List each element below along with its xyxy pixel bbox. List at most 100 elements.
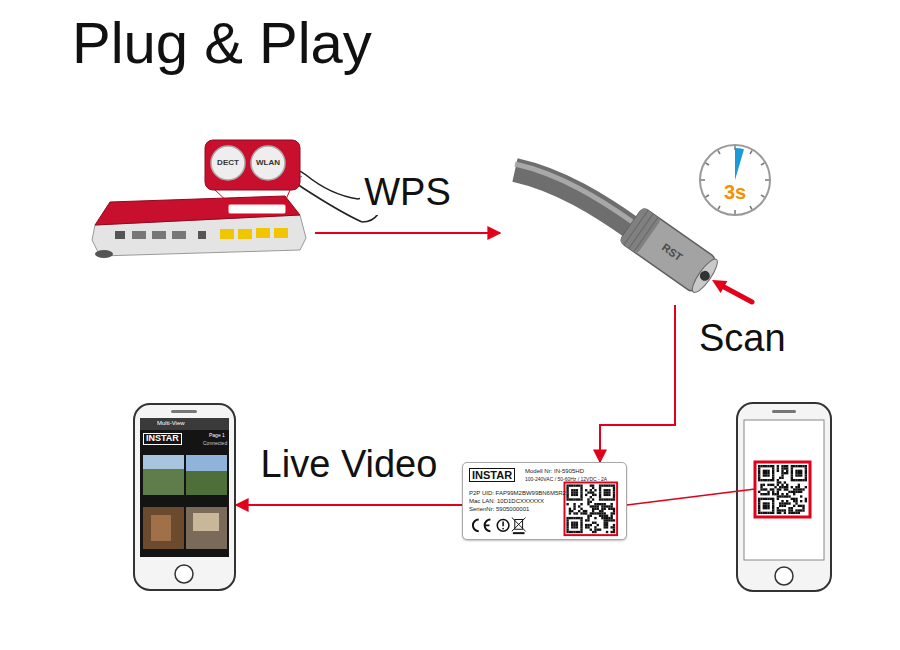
qr-module <box>594 512 596 514</box>
qr-module <box>777 507 779 509</box>
qr-module <box>784 486 786 488</box>
qr-module <box>767 498 769 500</box>
qr-module <box>573 484 575 486</box>
qr-module <box>781 474 783 476</box>
qr-module <box>793 500 795 502</box>
router-lan-port <box>238 229 252 239</box>
qr-module <box>784 465 786 467</box>
qr-module <box>601 503 603 505</box>
qr-module <box>585 519 587 521</box>
qr-module <box>793 479 795 481</box>
qr-module <box>576 512 578 514</box>
qr-module <box>573 508 575 510</box>
qr-module <box>608 505 610 507</box>
qr-module <box>599 512 601 514</box>
smartphone-live-view: Multi-ViewINSTARPage 1Connected <box>133 403 236 591</box>
timer-tick <box>706 163 709 165</box>
qr-module <box>571 531 573 533</box>
qr-module <box>772 491 774 493</box>
qr-module <box>594 494 596 496</box>
plug-rib <box>634 217 658 251</box>
qr-module <box>571 491 573 493</box>
qr-module <box>583 510 585 512</box>
timer-tick <box>718 206 720 209</box>
qr-module <box>613 498 615 500</box>
qr-module <box>758 474 760 476</box>
qr-module <box>597 529 599 531</box>
qr-module <box>590 512 592 514</box>
qr-module <box>767 505 769 507</box>
qr-module <box>767 465 769 467</box>
qr-module <box>793 488 795 490</box>
qr-module <box>571 526 573 528</box>
camera-image-sky <box>186 455 227 471</box>
qr-module <box>760 493 762 495</box>
qr-module <box>791 491 793 493</box>
qr-module <box>767 479 769 481</box>
qr-module <box>760 488 762 490</box>
qr-module <box>580 496 582 498</box>
qr-module <box>601 515 603 517</box>
qr-module <box>800 474 802 476</box>
qr-module <box>784 472 786 474</box>
timer-tick <box>750 206 752 209</box>
qr-module <box>765 479 767 481</box>
qr-module <box>772 472 774 474</box>
qr-module <box>590 491 592 493</box>
router-button <box>251 146 285 180</box>
qr-module <box>798 479 800 481</box>
qr-module <box>566 529 568 531</box>
qr-module <box>604 503 606 505</box>
cable <box>515 170 635 230</box>
qr-module <box>765 474 767 476</box>
qr-module <box>594 529 596 531</box>
qr-module <box>784 495 786 497</box>
qr-module <box>791 467 793 469</box>
qr-module <box>597 524 599 526</box>
qr-module <box>772 465 774 467</box>
phone-screen <box>140 418 229 557</box>
camera-image <box>186 455 227 495</box>
router-top <box>95 196 300 225</box>
qr-module <box>594 489 596 491</box>
qr-module <box>802 505 804 507</box>
qr-module <box>795 479 797 481</box>
qr-module <box>576 522 578 524</box>
qr-module <box>604 505 606 507</box>
qr-module <box>765 472 767 474</box>
qr-module <box>779 486 781 488</box>
qr-module <box>604 508 606 510</box>
timer-shape <box>697 142 773 218</box>
qr-module <box>758 470 760 472</box>
status-text: Connected <box>203 440 227 446</box>
qr-module <box>779 481 781 483</box>
qr-module <box>590 501 592 503</box>
zoom-badge <box>205 140 300 190</box>
qr-module <box>805 500 807 502</box>
cable-highlight <box>515 164 634 223</box>
qr-module <box>611 519 613 521</box>
phone-screen <box>744 420 824 560</box>
qr-module <box>585 489 587 491</box>
qr-module <box>580 529 582 531</box>
qr-module <box>587 515 589 517</box>
qr-module <box>765 507 767 509</box>
qr-module <box>781 495 783 497</box>
qr-module <box>798 512 800 514</box>
qr-module <box>604 498 606 500</box>
qr-module <box>784 481 786 483</box>
qr-module <box>580 531 582 533</box>
qr-module <box>601 508 603 510</box>
timer-tick <box>765 179 769 181</box>
qr-module <box>779 509 781 511</box>
qr-module <box>781 500 783 502</box>
qr-module <box>793 498 795 500</box>
qr-module <box>763 465 765 467</box>
router-port <box>172 231 186 239</box>
qr-module <box>611 512 613 514</box>
qr-module <box>613 494 615 496</box>
qr-module <box>571 510 573 512</box>
qr-module <box>592 522 594 524</box>
qr-module <box>791 465 793 467</box>
qr-module <box>592 494 594 496</box>
